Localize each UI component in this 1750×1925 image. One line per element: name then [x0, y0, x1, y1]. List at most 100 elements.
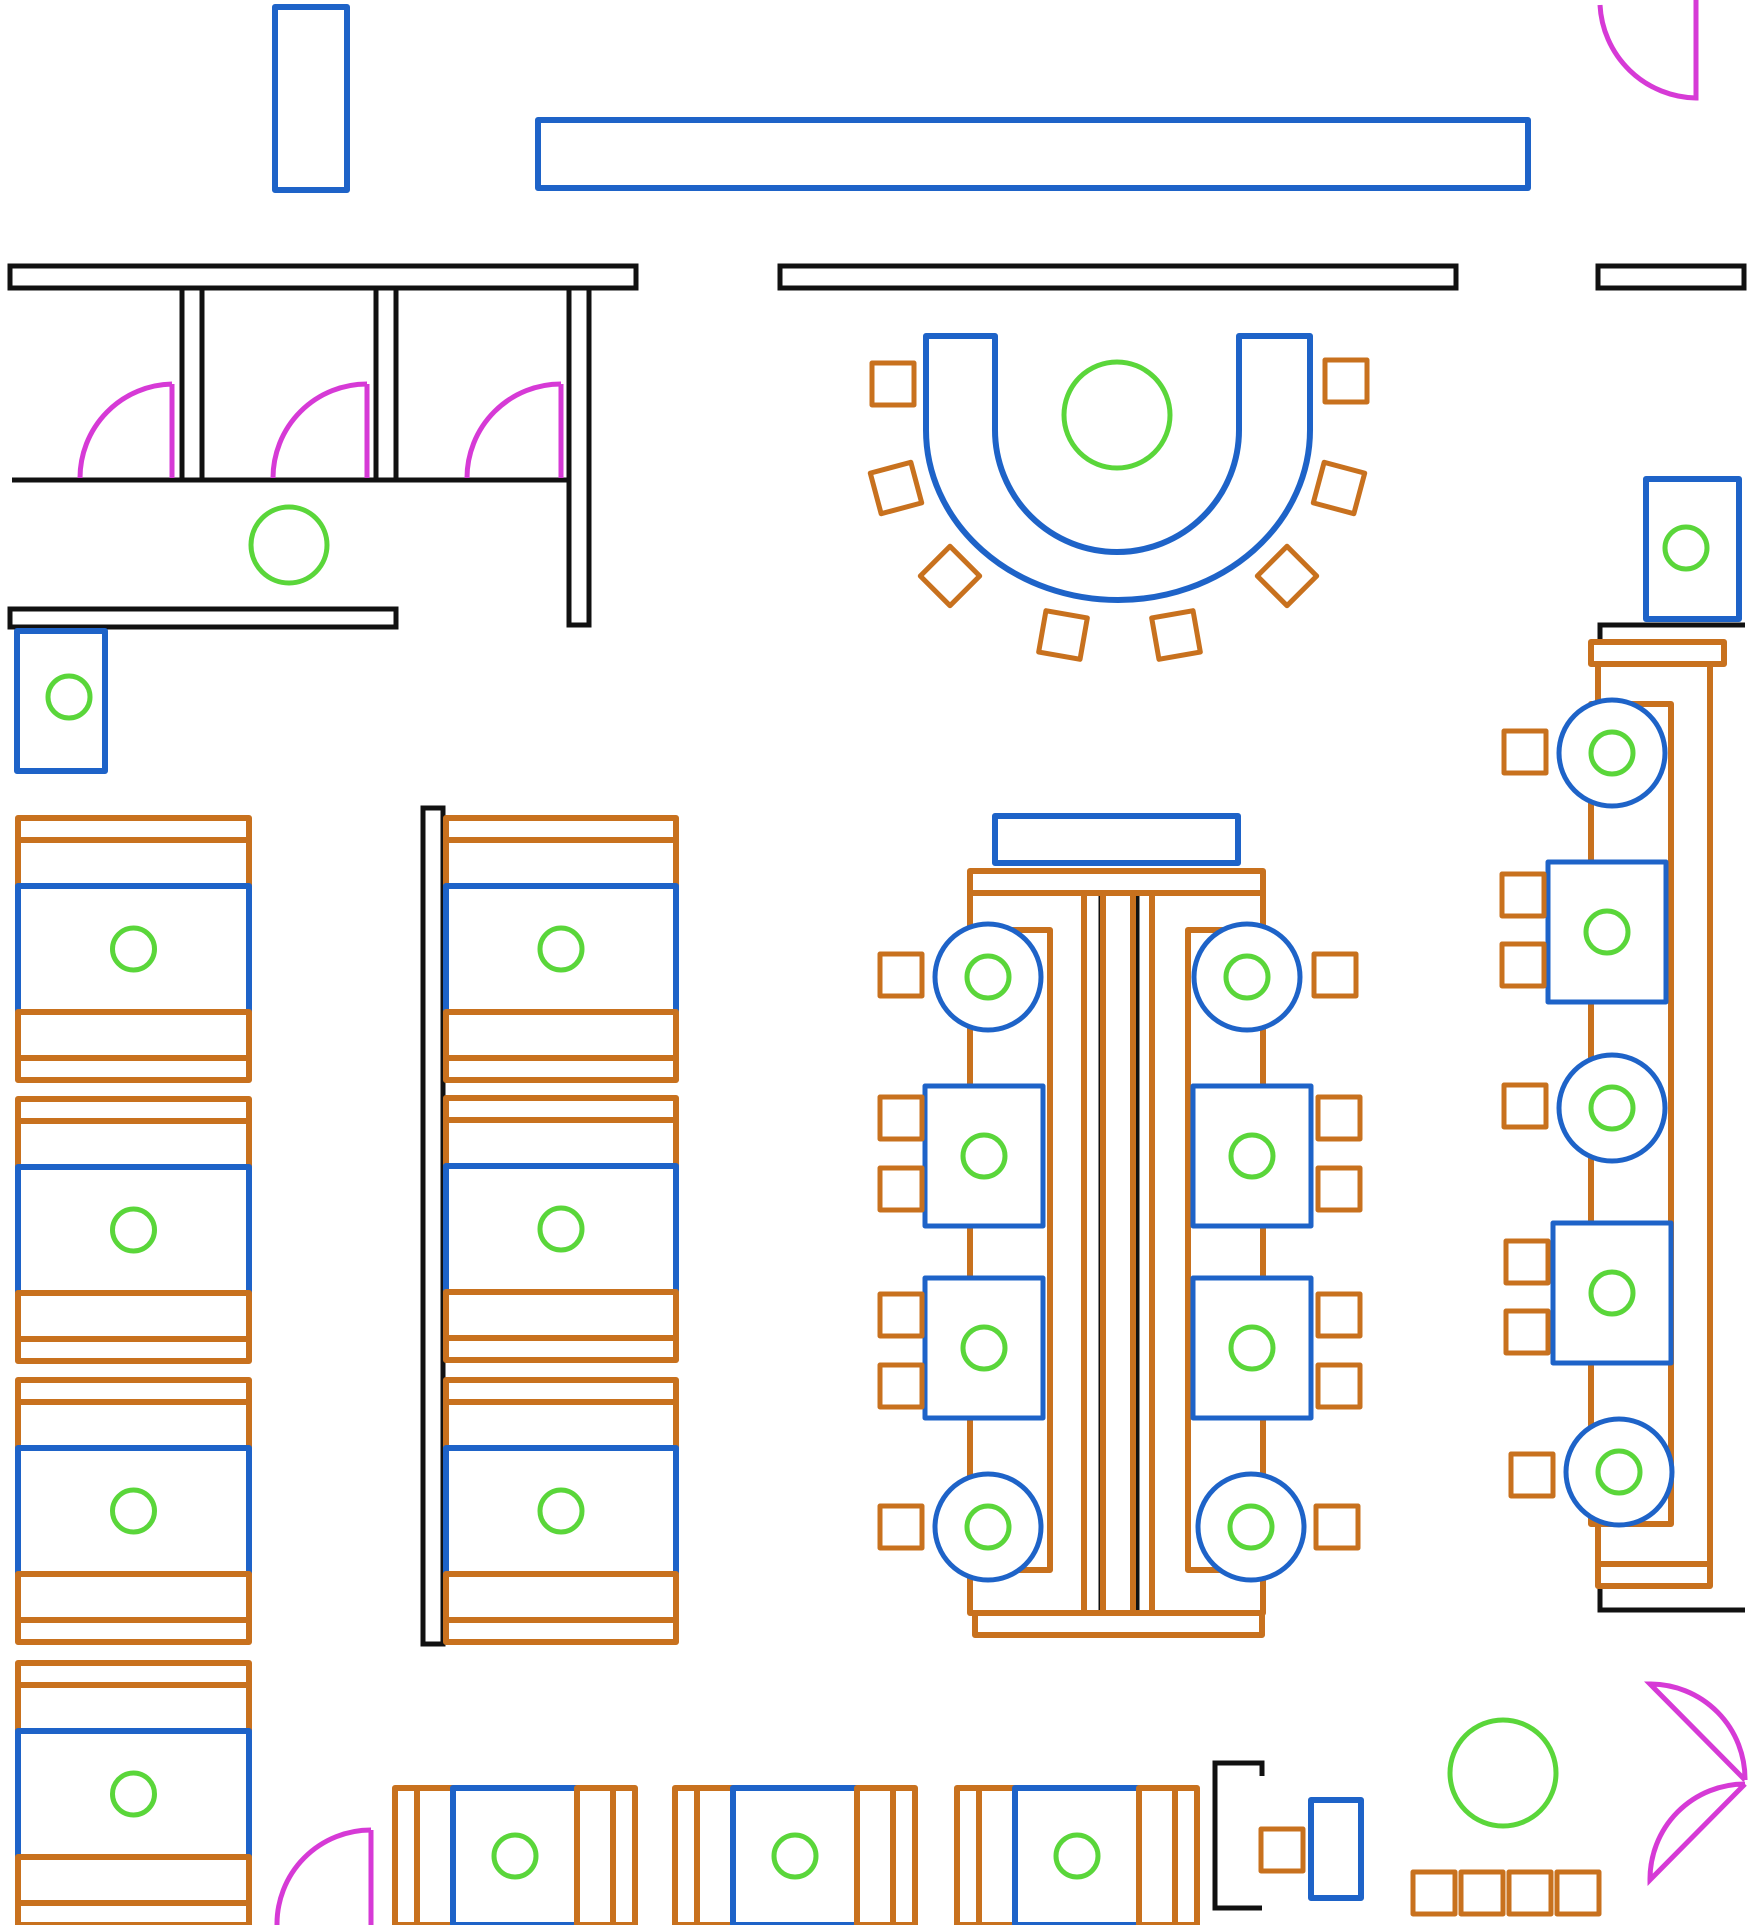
booth-bench-back: [15, 815, 252, 843]
banquette-head: [967, 868, 1266, 896]
counter-top-left: [272, 4, 350, 193]
table-marker: [1588, 1269, 1636, 1317]
partition-wall-left: [420, 805, 446, 1647]
bottom-booth-table: [1012, 1785, 1142, 1925]
square-table: [1190, 1083, 1314, 1229]
counter-right-marker: [1662, 524, 1710, 572]
markers: [45, 359, 1710, 1829]
counter-center-head: [992, 813, 1241, 866]
door-arc-top-right: [1597, 0, 1699, 101]
bar-marker: [1061, 359, 1173, 471]
stool: [1499, 941, 1547, 989]
counters: [14, 4, 1742, 1901]
booth-bench-seat: [443, 1289, 679, 1341]
stool: [1315, 1362, 1363, 1410]
right-banquette-head: [1588, 639, 1727, 667]
stool: [1315, 1094, 1363, 1142]
bottom-booth-seat: [1136, 1785, 1178, 1925]
booth-marker: [537, 925, 585, 973]
stool: [1508, 1451, 1556, 1499]
booth-table: [15, 1728, 252, 1860]
u-shaped-bar: [923, 333, 1313, 603]
bottom-booth-marker: [771, 1832, 819, 1880]
round-table: [1195, 1471, 1307, 1583]
table-marker: [1223, 953, 1271, 1001]
stool: [869, 360, 917, 408]
bottom-booth-table: [450, 1785, 580, 1925]
stool: [877, 1503, 925, 1551]
booth-bench-back: [15, 1096, 252, 1124]
booth-table: [15, 1164, 252, 1296]
bottom-booth-seat: [414, 1785, 456, 1925]
table-marker: [964, 953, 1012, 1001]
bottom-booth-seating: [392, 1785, 1200, 1925]
stool: [1315, 1165, 1363, 1213]
entrance-stool: [1458, 1869, 1506, 1917]
door-restroom-2: [270, 381, 370, 479]
stool: [877, 1094, 925, 1142]
booth-bench-back: [443, 1377, 679, 1405]
booth-bench-seat: [443, 1399, 679, 1451]
stool: [1036, 608, 1090, 662]
stool: [1501, 1082, 1549, 1130]
booth-bench-seat: [443, 1117, 679, 1169]
stool: [1315, 1291, 1363, 1339]
wall-top-right: [1595, 263, 1747, 291]
entrance-stool: [1506, 1869, 1554, 1917]
table-marker: [964, 1503, 1012, 1551]
booth-table: [15, 883, 252, 1015]
bottom-booth-marker: [1053, 1832, 1101, 1880]
stool: [1503, 1238, 1551, 1286]
booth-marker: [110, 1770, 157, 1818]
booth-bench-seat: [443, 1009, 679, 1061]
stool: [1499, 871, 1547, 919]
stool: [867, 459, 925, 517]
banquette-left-inner: [967, 927, 1053, 1573]
bottom-booth-back: [392, 1785, 420, 1925]
door-restroom-3: [464, 381, 564, 479]
restroom-divider-1: [179, 285, 205, 483]
entrance-stool: [1410, 1869, 1458, 1917]
right-table-area: [1499, 639, 1727, 1589]
square-table: [922, 1275, 1046, 1421]
booth-table: [443, 883, 679, 1015]
counter-left-small: [14, 628, 108, 774]
door-restroom-1: [77, 381, 175, 479]
round-table: [1556, 697, 1668, 809]
booth-bench-back: [15, 1900, 252, 1925]
booth-bench-back: [15, 1660, 252, 1688]
counter-bottom-right: [1308, 1797, 1364, 1901]
banquette-foot: [972, 1610, 1265, 1638]
bottom-booth-back: [954, 1785, 982, 1925]
stool: [877, 1165, 925, 1213]
booth-bench-back: [15, 1336, 252, 1364]
booth-bench-back: [15, 1055, 252, 1083]
table-marker: [960, 1132, 1008, 1180]
wall-top-center: [777, 263, 1459, 291]
booth-marker: [110, 1206, 157, 1254]
wall-top-left: [7, 263, 639, 291]
bottom-booth-back: [890, 1785, 918, 1925]
booth-bench-seat: [15, 1118, 252, 1170]
booth-marker: [110, 1487, 157, 1535]
banquette-spine: [1100, 890, 1136, 1616]
entrance-stool: [1554, 1869, 1602, 1917]
booth-bench-back: [15, 1617, 252, 1645]
booth-bench-seat: [15, 1682, 252, 1734]
stool: [1501, 728, 1549, 776]
table-marker: [1227, 1503, 1275, 1551]
square-table: [1545, 859, 1669, 1005]
booth-bench-seat: [15, 1571, 252, 1623]
square-table: [922, 1083, 1046, 1229]
booth-table: [15, 1445, 252, 1577]
center-table-area: [877, 868, 1363, 1638]
round-table: [1563, 1416, 1675, 1528]
stool: [1322, 357, 1370, 405]
bottom-booth-seat: [574, 1785, 616, 1925]
round-table: [932, 1471, 1044, 1583]
booth-bench-seat: [15, 1290, 252, 1342]
table-marker: [1228, 1324, 1276, 1372]
table-marker: [1588, 729, 1636, 777]
stool: [1503, 1308, 1551, 1356]
bottom-booth-table: [730, 1785, 860, 1925]
